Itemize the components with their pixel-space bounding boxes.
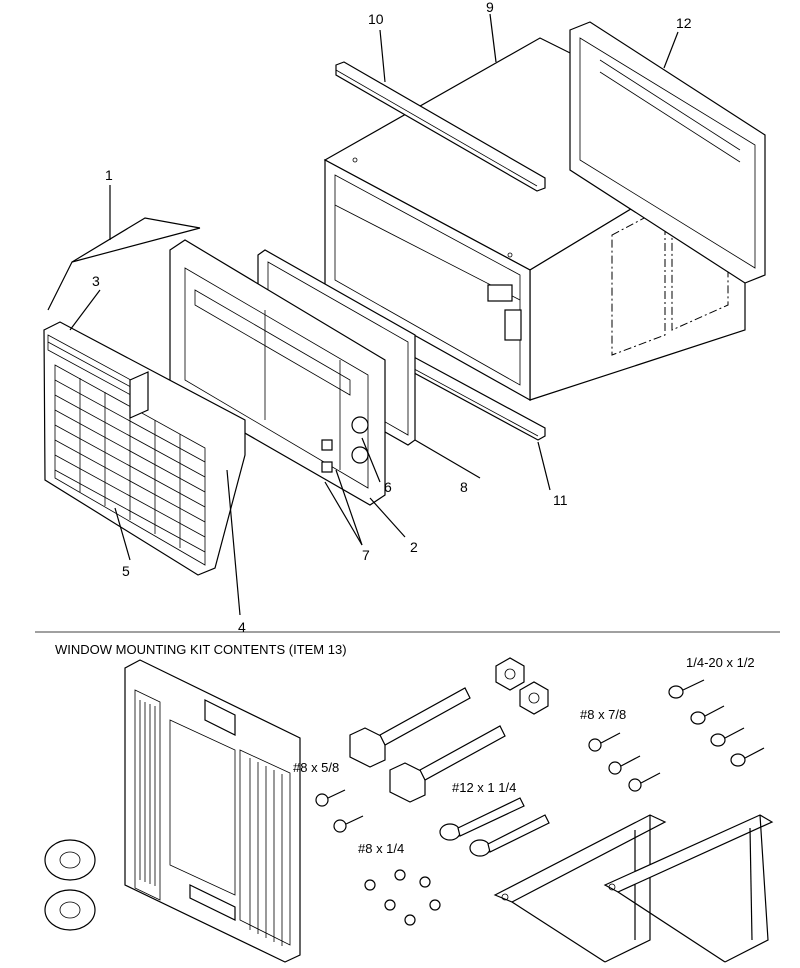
callout-5: 5 xyxy=(122,563,130,579)
front-grille xyxy=(43,321,246,576)
support-brackets xyxy=(493,814,774,963)
callout-9: 9 xyxy=(486,0,494,15)
callout-6: 6 xyxy=(384,479,392,495)
slotted-screws-12 xyxy=(439,797,550,857)
hex-bolts xyxy=(349,687,506,803)
hex-nuts xyxy=(495,657,549,715)
callout-3: 3 xyxy=(92,273,100,289)
kit-heading: WINDOW MOUNTING KIT CONTENTS (ITEM 13) xyxy=(55,642,347,657)
side-curtain-panel xyxy=(124,659,301,963)
label-8x14: #8 x 1/4 xyxy=(358,841,404,856)
screws-1420 xyxy=(668,679,765,767)
screws-8x78 xyxy=(588,732,661,792)
callout-labels: 1 2 3 4 5 6 7 8 9 10 11 12 xyxy=(92,0,692,635)
callout-7: 7 xyxy=(362,547,370,563)
front-frame xyxy=(169,239,386,506)
foam-seal-rings xyxy=(44,839,96,931)
callout-4: 4 xyxy=(238,619,246,635)
callout-11: 11 xyxy=(553,492,568,508)
screws-8x14 xyxy=(364,869,441,926)
top-rail xyxy=(335,61,546,192)
rear-gasket-panel xyxy=(569,21,766,284)
callout-10: 10 xyxy=(368,11,384,27)
callout-1: 1 xyxy=(105,167,113,183)
label-1420: 1/4-20 x 1/2 xyxy=(686,655,755,670)
callout-8: 8 xyxy=(460,479,468,495)
label-12x114: #12 x 1 1/4 xyxy=(452,780,516,795)
label-8x58: #8 x 5/8 xyxy=(293,760,339,775)
callout-12: 12 xyxy=(676,15,692,31)
screws-8x58 xyxy=(315,789,364,833)
kit-labels: #8 x 5/8 #8 x 1/4 #12 x 1 1/4 #8 x 7/8 1… xyxy=(293,655,755,856)
label-8x78: #8 x 7/8 xyxy=(580,707,626,722)
callout-2: 2 xyxy=(410,539,418,555)
leader-lines xyxy=(47,13,679,616)
